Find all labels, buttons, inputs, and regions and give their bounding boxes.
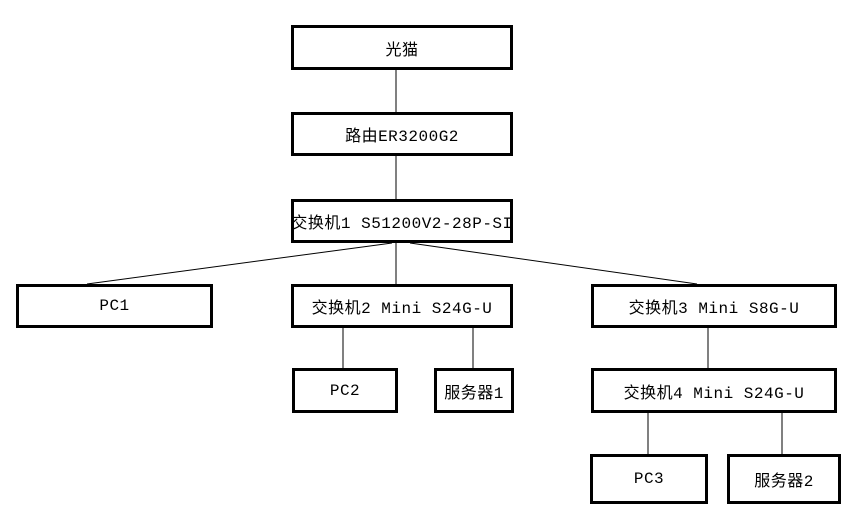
node-pc3: PC3: [590, 454, 708, 504]
node-switch4: 交换机4 Mini S24G-U: [591, 368, 837, 413]
node-pc2: PC2: [292, 368, 398, 413]
node-router: 路由ER3200G2: [291, 112, 513, 156]
node-switch3: 交换机3 Mini S8G-U: [591, 284, 837, 328]
edge-switch1-pc1: [86, 242, 393, 285]
node-switch1: 交换机1 S51200V2-28P-SI: [291, 199, 513, 243]
node-modem: 光猫: [291, 25, 513, 70]
node-pc1: PC1: [16, 284, 213, 328]
node-server2: 服务器2: [727, 454, 841, 504]
node-switch2: 交换机2 Mini S24G-U: [291, 284, 513, 328]
edge-switch1-switch3: [409, 242, 698, 285]
node-server1: 服务器1: [434, 368, 514, 413]
